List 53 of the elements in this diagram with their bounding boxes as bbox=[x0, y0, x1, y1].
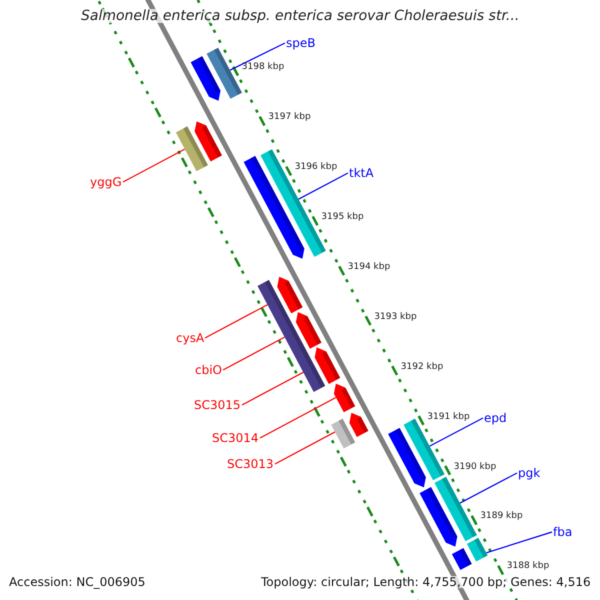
gene-feature bbox=[258, 280, 326, 392]
gene-label: yggG bbox=[90, 176, 122, 188]
gene-label: fba bbox=[553, 526, 572, 538]
leader-line bbox=[204, 304, 268, 339]
gene-label: SC3013 bbox=[227, 458, 274, 470]
leader-line bbox=[460, 472, 518, 504]
map-title: Salmonella enterica subsp. enterica serovar Choleraesuis str... bbox=[81, 9, 520, 23]
leader-line bbox=[298, 172, 348, 200]
gene-feature bbox=[420, 487, 458, 547]
gene-feature bbox=[452, 548, 472, 570]
gene-feature bbox=[349, 412, 368, 437]
gene-label: SC3015 bbox=[194, 399, 241, 411]
tick-label: 3190 kbp bbox=[454, 462, 496, 472]
gene-label: SC3014 bbox=[212, 432, 259, 444]
gene-feature bbox=[206, 48, 242, 99]
leader-line bbox=[429, 417, 484, 447]
leader-line bbox=[274, 431, 336, 465]
tick-label: 3194 kbp bbox=[348, 262, 390, 272]
gene-label: cysA bbox=[176, 332, 204, 344]
gene-feature bbox=[176, 126, 208, 172]
tick-label: 3197 kbp bbox=[268, 113, 311, 122]
gene-feature bbox=[314, 347, 340, 384]
gene-feature bbox=[296, 312, 322, 349]
gene-label: tktA bbox=[349, 167, 374, 179]
gene-feature bbox=[466, 538, 488, 562]
gene-label: cbiO bbox=[195, 364, 222, 376]
leader-line bbox=[122, 148, 186, 183]
gene-feature bbox=[331, 418, 356, 448]
tick-label: 3191 kbp bbox=[427, 412, 470, 422]
gene-feature bbox=[434, 476, 477, 542]
leader-line bbox=[242, 372, 304, 406]
tick-label: 3189 kbp bbox=[480, 512, 523, 522]
gene-feature bbox=[388, 428, 426, 488]
gene-label: epd bbox=[484, 412, 507, 424]
gene-feature bbox=[277, 276, 303, 314]
leader-line bbox=[260, 396, 336, 439]
genome-stats-text: Topology: circular; Length: 4,755,700 bp; Genes: 4,516 bbox=[261, 576, 591, 588]
leader-line bbox=[230, 42, 286, 71]
gene-label: pgk bbox=[518, 467, 540, 479]
leader-line bbox=[222, 336, 285, 371]
gene-feature bbox=[404, 418, 445, 480]
gene-feature bbox=[334, 384, 356, 412]
gene-feature bbox=[194, 121, 222, 162]
gene-feature bbox=[190, 56, 220, 101]
tick-label: 3193 kbp bbox=[374, 312, 417, 322]
gene-label: speB bbox=[286, 37, 316, 49]
leader-line bbox=[486, 531, 552, 554]
tick-label: 3198 kbp bbox=[242, 63, 284, 72]
accession-text: Accession: NC_006905 bbox=[9, 576, 146, 588]
tick-label: 3188 kbp bbox=[506, 562, 550, 572]
tick-label: 3196 kbp bbox=[294, 163, 338, 172]
tick-label: 3192 kbp bbox=[400, 362, 444, 372]
tick-label: 3195 kbp bbox=[321, 213, 364, 222]
